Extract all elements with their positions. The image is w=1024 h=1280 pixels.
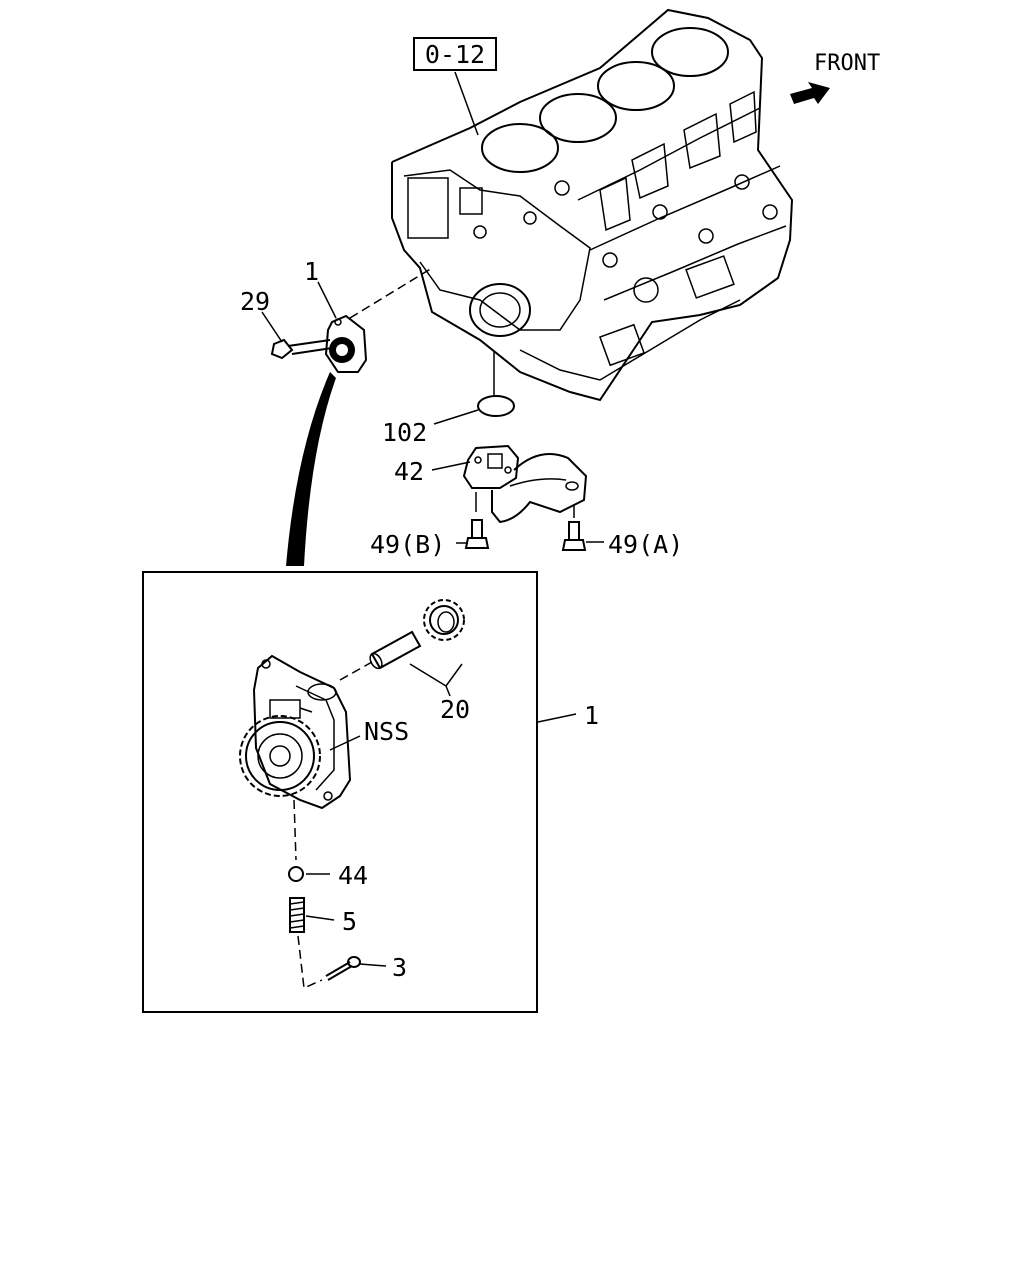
reference-box-label: 0-12 — [425, 40, 485, 69]
reference-box[interactable]: 0-12 — [413, 37, 497, 71]
callout-3: 3 — [392, 953, 407, 982]
callout-5-leader — [305, 915, 335, 921]
idler-gear-20-icon[interactable] — [423, 599, 465, 641]
front-label: FRONT — [814, 51, 880, 76]
bolt-49b-icon[interactable] — [464, 519, 490, 549]
callout-29: 29 — [240, 287, 270, 316]
callout-49a: 49(A) — [608, 530, 683, 559]
callout-29-leader — [261, 311, 283, 343]
front-arrow-icon — [790, 82, 830, 104]
callout-20: 20 — [440, 695, 470, 724]
callout-20-bracket — [409, 663, 463, 688]
callout-1-top: 1 — [304, 257, 319, 286]
drive-gear-icon[interactable] — [239, 699, 321, 797]
pin-dashline — [297, 935, 323, 990]
oil-pipe-42[interactable] — [462, 444, 588, 524]
callout-1-detail: 1 — [584, 701, 599, 730]
callout-42: 42 — [394, 457, 424, 486]
oil-pump-body-detail[interactable] — [252, 654, 352, 810]
bolt-49a-icon[interactable] — [561, 521, 587, 551]
reference-leader — [454, 71, 479, 136]
callout-5: 5 — [342, 907, 357, 936]
callout-42-leader — [431, 461, 471, 471]
callout-3-leader — [359, 963, 387, 967]
callout-102-leader — [433, 409, 479, 425]
ball-44-icon[interactable] — [288, 866, 304, 882]
callout-nss-leader — [329, 735, 361, 751]
oil-pump-assembly-small[interactable] — [324, 314, 368, 373]
pump-mount-dashline — [349, 267, 433, 319]
callout-44: 44 — [338, 861, 368, 890]
spring-5-icon[interactable] — [289, 897, 305, 933]
shaft-dashline — [339, 661, 373, 681]
callout-20-leader — [445, 685, 451, 697]
callout-102: 102 — [382, 418, 427, 447]
oring-102-icon[interactable] — [477, 395, 515, 417]
detail-pointer-swoosh — [286, 372, 336, 566]
shaft-20-icon[interactable] — [368, 630, 422, 670]
callout-1-leader — [317, 281, 337, 319]
bolt-29-icon[interactable] — [270, 338, 333, 360]
callout-49b: 49(B) — [370, 530, 445, 559]
relief-dashline — [293, 799, 297, 861]
detail-box — [142, 571, 538, 1013]
pin-3-icon[interactable] — [325, 956, 361, 981]
engine-block — [391, 8, 794, 402]
callout-1-detail-leader — [537, 713, 577, 723]
callout-nss: NSS — [364, 717, 409, 746]
